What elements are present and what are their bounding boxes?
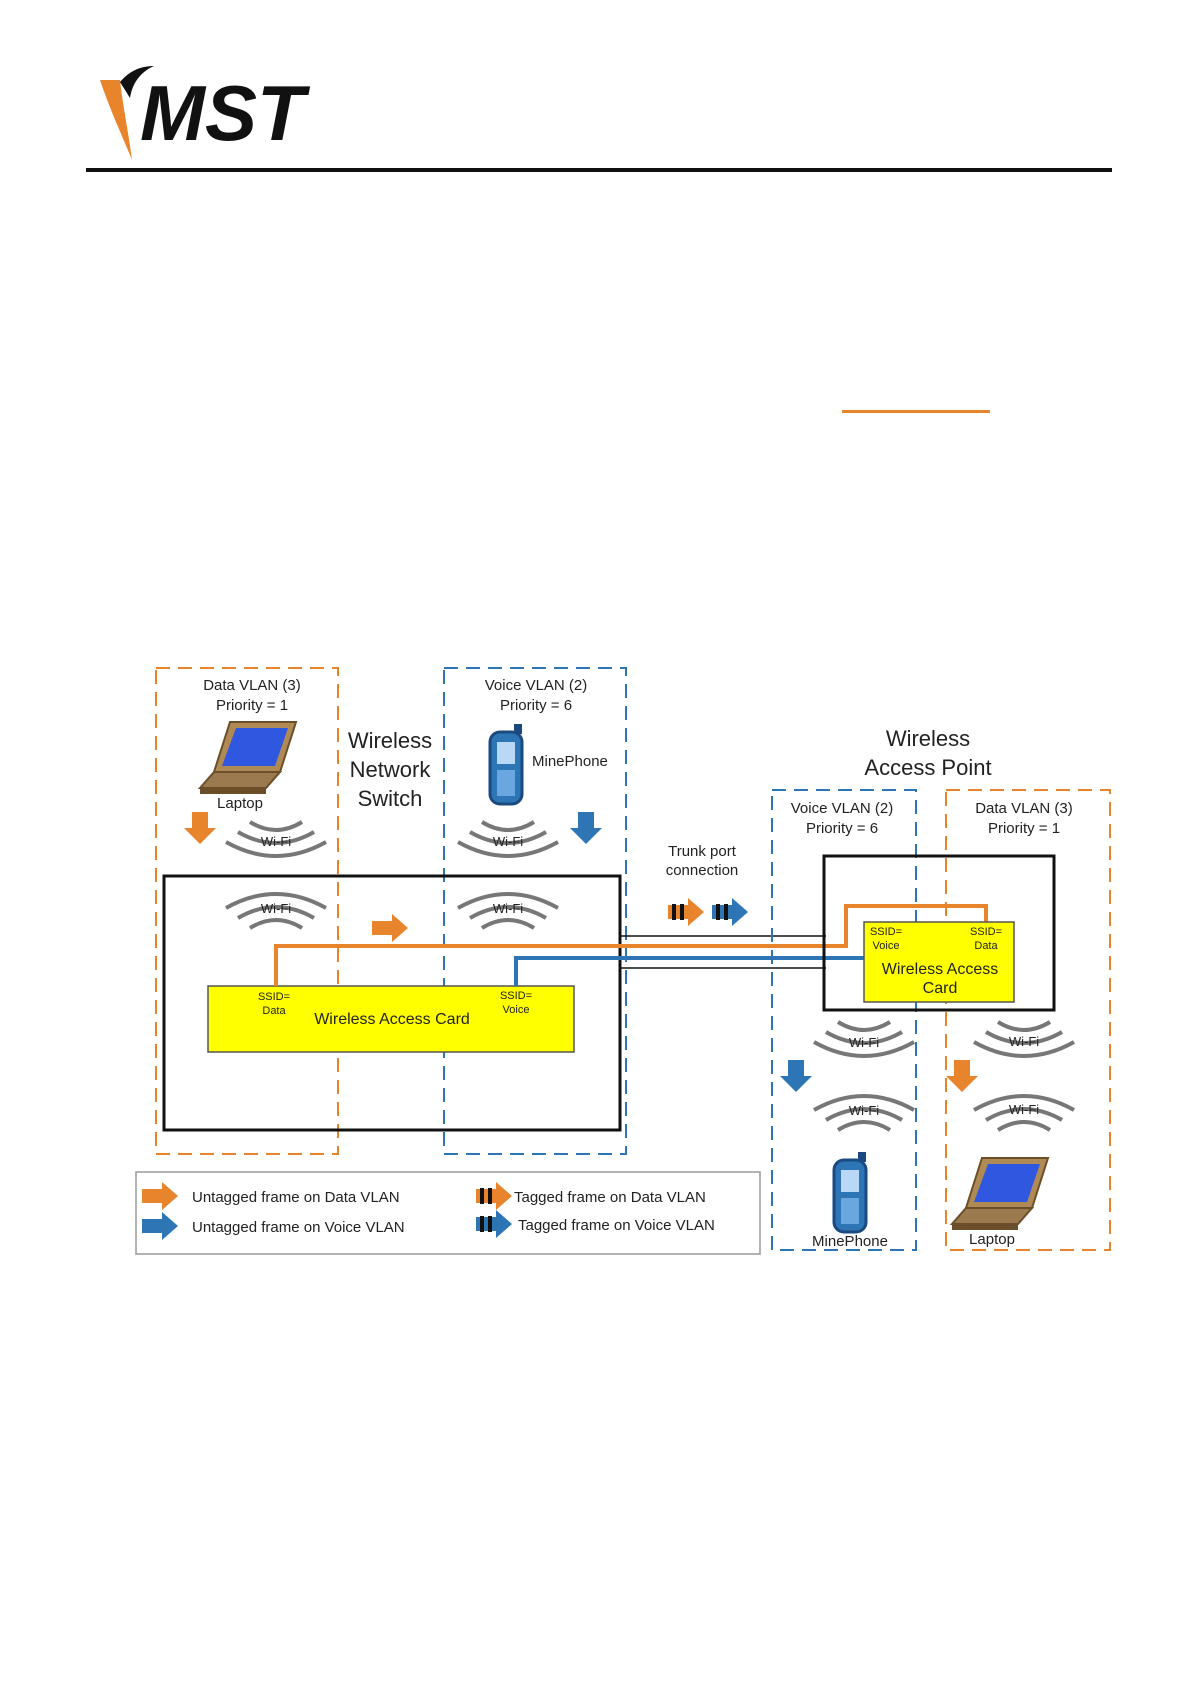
left-voice-vlan-box bbox=[443, 667, 627, 1155]
left-data-vlan-title: Data VLAN (3) bbox=[203, 677, 301, 694]
wifi-label: Wi-Fi bbox=[261, 901, 291, 916]
left-voice-vlan-title: Voice VLAN (2) bbox=[485, 677, 588, 694]
right-laptop-label: Laptop bbox=[969, 1231, 1015, 1248]
right-wireless-access-card bbox=[863, 921, 1015, 1003]
data-vlan-link bbox=[274, 904, 988, 986]
wireless-network-switch-box bbox=[162, 874, 622, 1132]
left-data-down-arrow bbox=[184, 812, 216, 844]
right-card-label-line1: Wireless Access bbox=[882, 961, 998, 978]
wifi-label: Wi-Fi bbox=[849, 1103, 879, 1118]
left-ssid-data-line2: Data bbox=[262, 1005, 286, 1017]
left-laptop-label: Laptop bbox=[217, 795, 263, 812]
left-minephone-label: MinePhone bbox=[532, 753, 608, 770]
switch-orange-arrow bbox=[372, 914, 408, 942]
legend-tagged-data-label: Tagged frame on Data VLAN bbox=[514, 1189, 706, 1206]
right-ssid-data-line1: SSID= bbox=[970, 926, 1002, 938]
left-data-vlan-priority: Priority = 1 bbox=[216, 697, 288, 714]
left-ssid-voice-line1: SSID= bbox=[500, 990, 532, 1002]
logo-text: MST bbox=[140, 69, 311, 157]
left-card-label: Wireless Access Card bbox=[314, 1011, 470, 1028]
right-data-vlan-box bbox=[945, 789, 1111, 1251]
wifi-label: Wi-Fi bbox=[493, 834, 523, 849]
left-ssid-voice-line2: Voice bbox=[503, 1004, 530, 1016]
legend-tagged-voice-label: Tagged frame on Voice VLAN bbox=[518, 1217, 715, 1234]
right-minephone-icon bbox=[832, 1150, 868, 1234]
left-minephone-icon bbox=[488, 722, 524, 806]
logo-swoosh bbox=[100, 80, 132, 160]
left-laptop-icon bbox=[199, 721, 297, 795]
legend-untagged-data-label: Untagged frame on Data VLAN bbox=[192, 1189, 400, 1206]
left-ssid-data-line1: SSID= bbox=[258, 991, 290, 1003]
right-minephone-label: MinePhone bbox=[812, 1233, 888, 1250]
legend-untagged-voice-label: Untagged frame on Voice VLAN bbox=[192, 1219, 405, 1236]
mst-logo: MST bbox=[100, 66, 311, 160]
wifi-label: Wi-Fi bbox=[261, 834, 291, 849]
right-ssid-voice-line1: SSID= bbox=[870, 926, 902, 938]
right-ssid-voice-line2: Voice bbox=[873, 940, 900, 952]
trunk-label-line1: Trunk port bbox=[668, 843, 737, 860]
link-underline[interactable] bbox=[842, 410, 990, 413]
ap-title-line1: Wireless bbox=[886, 726, 970, 751]
right-data-down-arrow bbox=[946, 1060, 978, 1092]
header-rule bbox=[86, 168, 1112, 172]
right-card-label-line2: Card bbox=[923, 980, 958, 997]
wifi-label: Wi-Fi bbox=[849, 1035, 879, 1050]
trunk-tagged-voice-arrow bbox=[712, 898, 748, 926]
legend-box bbox=[135, 1171, 761, 1255]
right-ssid-data-line2: Data bbox=[974, 940, 998, 952]
right-laptop-icon bbox=[951, 1157, 1049, 1231]
wifi-label: Wi-Fi bbox=[1009, 1102, 1039, 1117]
right-voice-vlan-priority: Priority = 6 bbox=[806, 820, 878, 837]
left-data-vlan-box bbox=[155, 667, 339, 1155]
trunk-label-line2: connection bbox=[666, 862, 739, 879]
right-voice-vlan-title: Voice VLAN (2) bbox=[791, 800, 894, 817]
trunk-tagged-data-arrow bbox=[668, 898, 704, 926]
switch-title-line3: Switch bbox=[358, 786, 423, 811]
left-voice-vlan-priority: Priority = 6 bbox=[500, 697, 572, 714]
left-wireless-access-card bbox=[207, 985, 575, 1053]
right-voice-vlan-box bbox=[771, 789, 917, 1251]
switch-title-line1: Wireless bbox=[348, 728, 432, 753]
switch-title-line2: Network bbox=[350, 757, 432, 782]
ap-title-line2: Access Point bbox=[864, 755, 991, 780]
wireless-access-point-box bbox=[822, 854, 1056, 1012]
wifi-label: Wi-Fi bbox=[493, 901, 523, 916]
logo-arc bbox=[120, 66, 154, 98]
wifi-label: Wi-Fi bbox=[1009, 1034, 1039, 1049]
right-data-vlan-priority: Priority = 1 bbox=[988, 820, 1060, 837]
right-voice-down-arrow bbox=[780, 1060, 812, 1092]
left-voice-down-arrow bbox=[570, 812, 602, 844]
right-data-vlan-title: Data VLAN (3) bbox=[975, 800, 1073, 817]
